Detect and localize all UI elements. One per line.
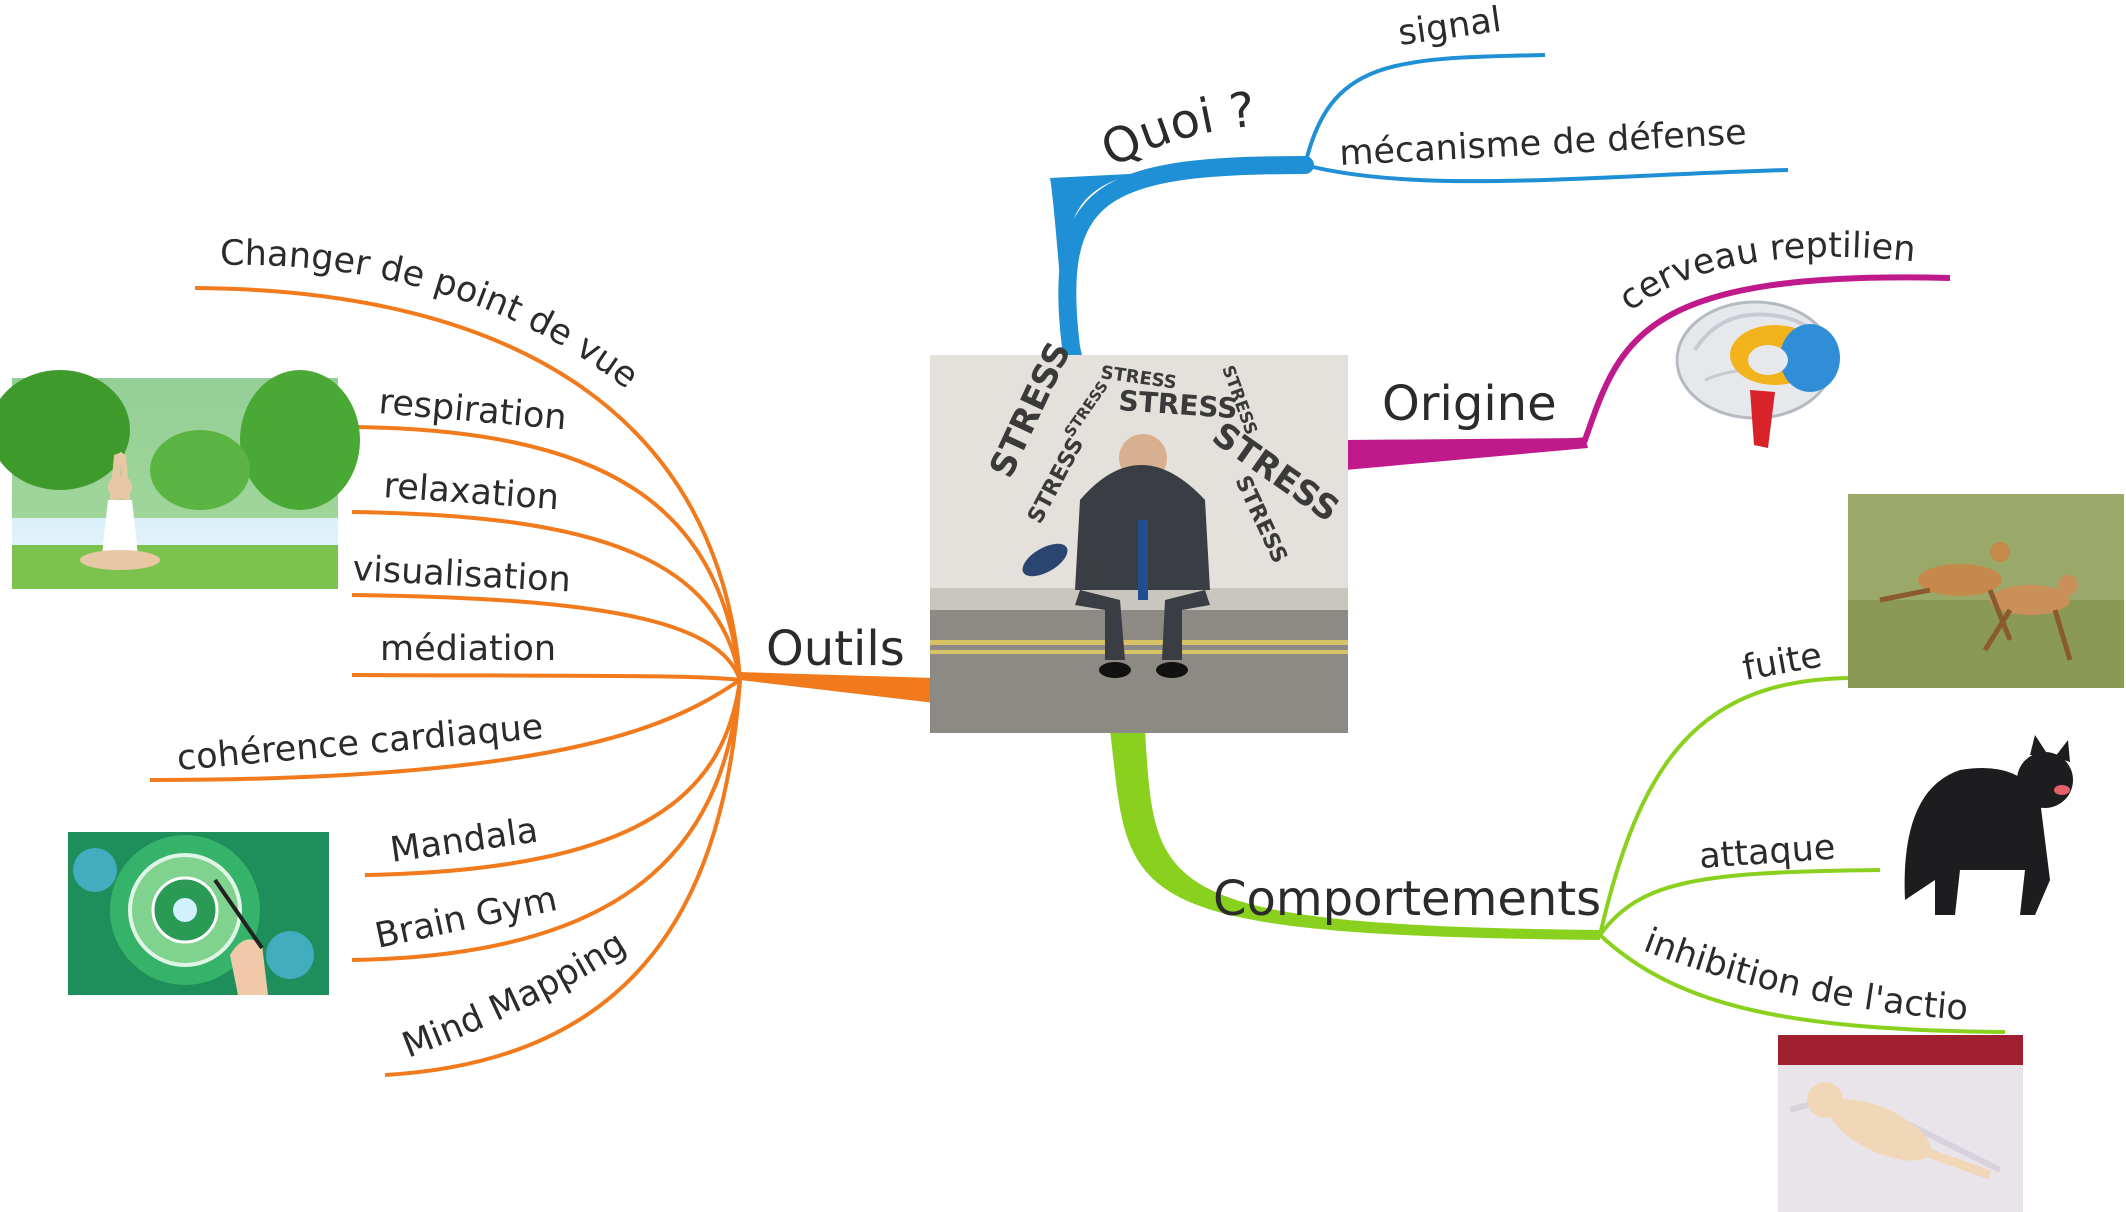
- outils-child-changer: Changer de point de vue: [220, 234, 646, 397]
- center-stress-photo: STRESS STRESS STRESS STRESS STRESS STRES…: [930, 336, 1348, 733]
- comportements-line-fuite: [1598, 676, 1851, 936]
- outils-line-visualisation: [351, 593, 742, 681]
- outils-line-changer: [194, 286, 742, 681]
- outils-line-coherence: [149, 678, 742, 782]
- mandala-painting-photo: [68, 832, 329, 995]
- outils-child-relaxation: relaxation: [382, 466, 560, 518]
- branch-comportements-label: Comportements: [1213, 871, 1601, 927]
- branch-quoi-connector: [1050, 164, 1305, 355]
- branch-outils-label: Outils: [766, 621, 905, 677]
- outils-child-braingym: Brain Gym: [372, 879, 561, 957]
- outils-line-relaxation: [351, 510, 742, 681]
- branch-outils-trunk: [738, 672, 935, 703]
- outils-line-mandala: [364, 679, 742, 877]
- brain-illustration: [1675, 300, 1840, 448]
- branch-quoi-line: [1058, 156, 1314, 364]
- branch-origine-trunk: [1345, 438, 1588, 470]
- outils-line-mindmapping: [384, 679, 742, 1077]
- outils-line-respiration: [351, 425, 742, 681]
- outils-child-coherence: cohérence cardiaque: [175, 707, 544, 779]
- comportements-line-attaque: [1598, 868, 1881, 937]
- branch-outils: Outils Changer de point de vue respirati…: [0, 234, 935, 1077]
- branch-quoi-child-1: signal: [1396, 0, 1504, 54]
- outils-child-mediation: médiation: [380, 629, 556, 669]
- outils-line-mediation: [351, 673, 741, 682]
- gazelles-running-photo: [1848, 494, 2124, 688]
- branch-quoi-sub-mecanisme-line: [1304, 163, 1789, 184]
- branch-origine: Origine cerveau reptilien: [1344, 226, 1951, 470]
- outils-line-braingym: [351, 679, 742, 962]
- comportements-line-inhibition: [1598, 933, 2006, 1034]
- sleeping-kitten-photo: [1778, 1035, 2023, 1212]
- branch-quoi-child-2: mécanisme de défense: [1338, 113, 1747, 174]
- branch-origine-label: Origine: [1382, 376, 1557, 432]
- comportements-child-attaque: attaque: [1698, 828, 1837, 877]
- yoga-meditation-photo: [0, 370, 360, 589]
- branch-quoi: Quoi ? signal mécanisme de défense: [1050, 0, 1789, 364]
- stressed-businessman: [1022, 434, 1210, 678]
- outils-child-visualisation: visualisation: [352, 549, 572, 600]
- branch-quoi-sub-signal-line: [1303, 53, 1546, 166]
- arched-black-cat-photo: [1885, 735, 2085, 935]
